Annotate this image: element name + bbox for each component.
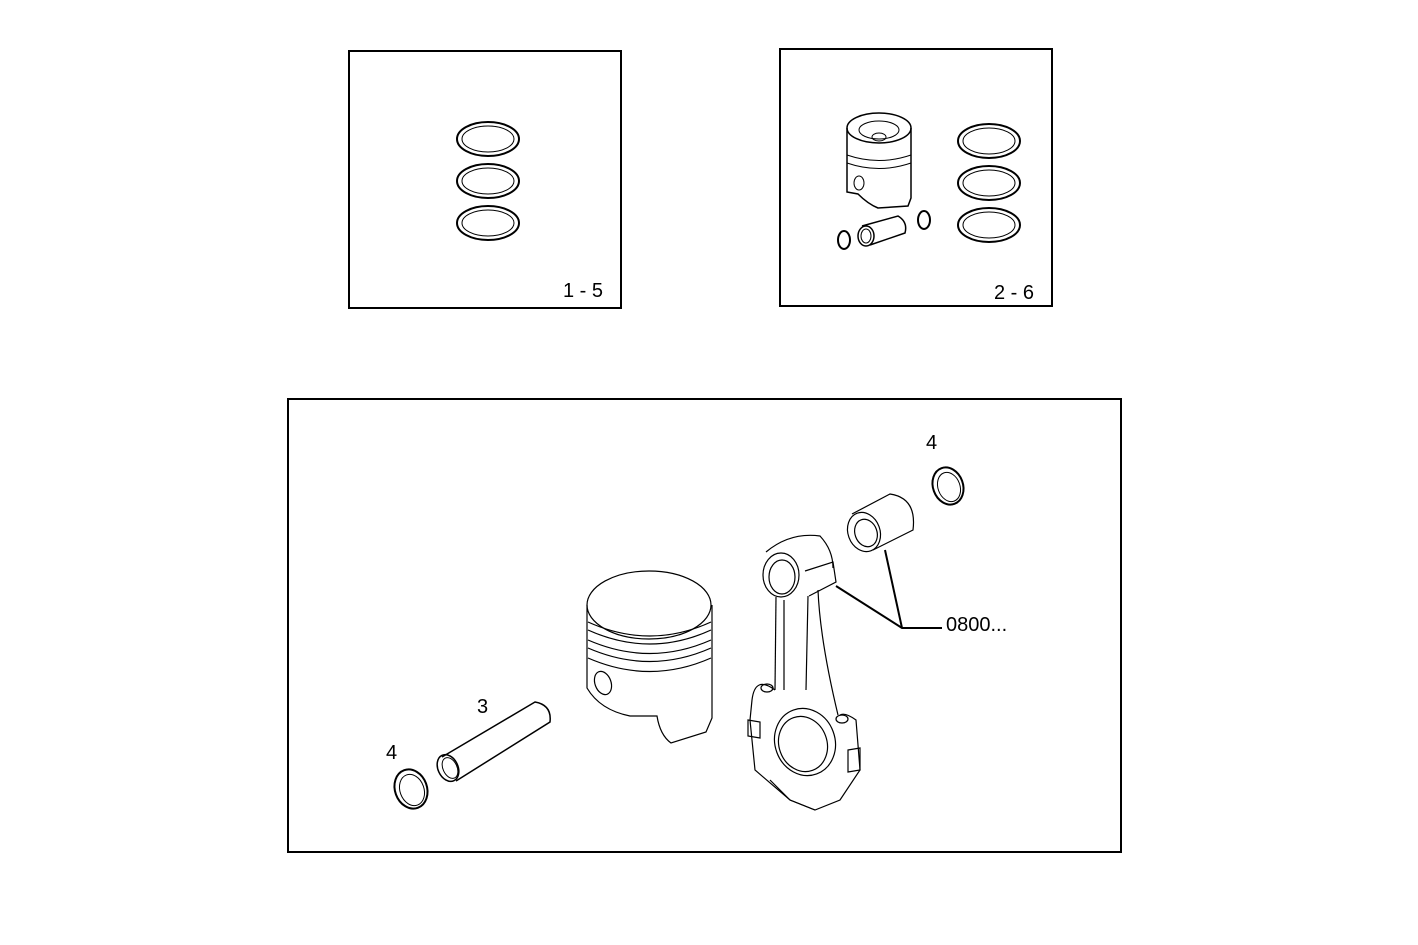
piston-icon bbox=[846, 112, 912, 209]
panel-label-piston-kit: 2 - 6 bbox=[994, 282, 1035, 304]
piston-ring-icon bbox=[456, 205, 520, 241]
bushing-icon bbox=[846, 493, 915, 553]
piston-ring-icon bbox=[957, 123, 1021, 159]
callout-circlip-left: 4 bbox=[386, 742, 398, 764]
circlip-icon bbox=[837, 230, 851, 250]
piston-ring-icon bbox=[456, 163, 520, 199]
panel-rings-kit bbox=[348, 50, 622, 309]
piston-ring-icon bbox=[957, 207, 1021, 243]
piston-icon bbox=[586, 570, 713, 744]
callout-piston-pin: 3 bbox=[477, 696, 489, 718]
piston-pin-icon bbox=[857, 215, 907, 247]
circlip-icon bbox=[917, 210, 931, 230]
callout-connecting-rod: 0800... bbox=[946, 614, 1008, 636]
circlip-icon bbox=[931, 466, 965, 506]
panel-main-assembly bbox=[287, 398, 1122, 853]
piston-ring-icon bbox=[456, 121, 520, 157]
leader-line bbox=[835, 549, 942, 629]
piston-pin-icon bbox=[436, 701, 551, 783]
piston-ring-icon bbox=[957, 165, 1021, 201]
connecting-rod-icon bbox=[747, 534, 861, 811]
circlip-icon bbox=[393, 768, 429, 810]
callout-circlip-right: 4 bbox=[926, 432, 938, 454]
panel-label-rings-kit: 1 - 5 bbox=[563, 280, 604, 302]
panel-piston-kit bbox=[779, 48, 1053, 307]
